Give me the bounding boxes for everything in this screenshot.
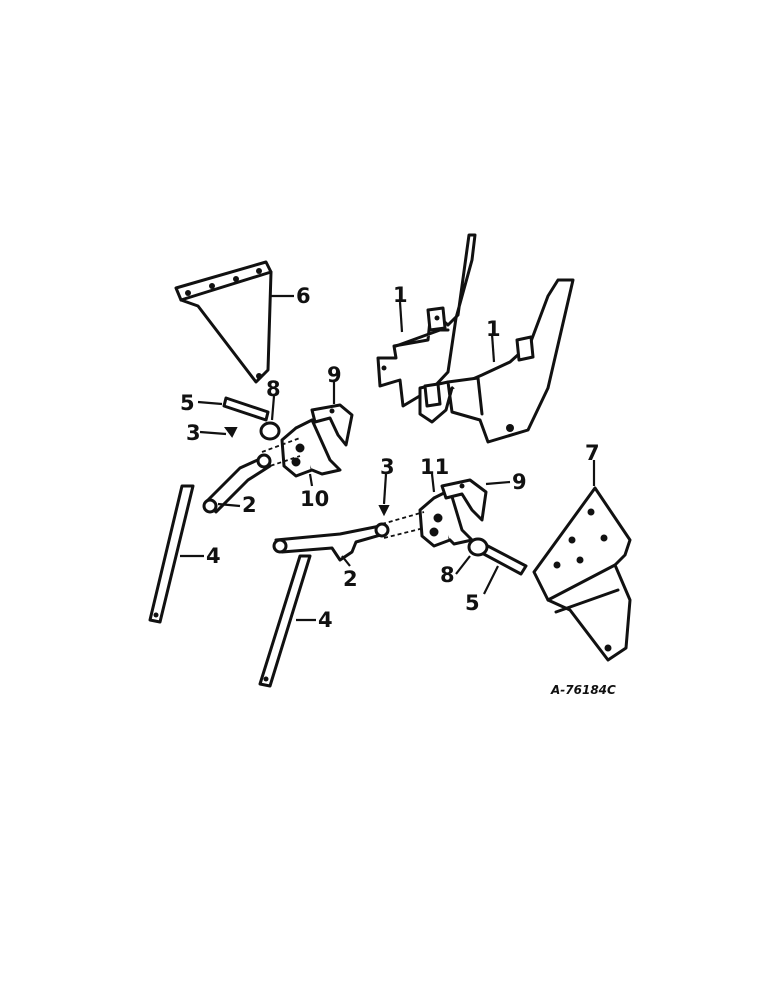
callout-9-right: 9 [512,470,527,494]
shield-part-1-left [376,233,477,408]
callout-9-left: 9 [327,363,342,387]
callout-5-left: 5 [180,391,195,415]
pin-part-5-left [222,396,270,422]
assembly-lines [261,437,425,539]
callouts: 1 1 2 2 3 3 4 4 5 5 6 7 8 8 9 9 10 11 [180,283,600,632]
leader-lines [180,294,596,622]
callout-8-right: 8 [440,563,455,587]
arm-part-2-right [272,522,390,562]
shield-part-1-right [418,278,575,444]
callout-2-left: 2 [242,493,257,517]
callout-1-left: 1 [393,283,408,307]
callout-6: 6 [296,284,311,308]
callout-5-right: 5 [465,591,480,615]
bracket-part-6 [174,260,273,384]
callout-3-left: 3 [186,421,201,445]
callout-10: 10 [300,487,329,511]
drawing-number: A-76184C [550,683,616,697]
bolt-part-3-right [378,505,390,517]
lever-bracket-part-10 [280,418,342,478]
clip-part-9-left [310,403,354,447]
bushing-part-8-right [467,537,489,557]
callout-11: 11 [420,455,449,479]
clip-part-9-right [440,478,488,522]
lever-bracket-part-11 [418,488,474,548]
callout-3-right: 3 [380,455,395,479]
callout-1-right: 1 [486,317,501,341]
strap-part-4-left [148,484,195,624]
callout-4-right: 4 [318,608,333,632]
callout-7: 7 [585,441,600,465]
callout-4-left: 4 [206,544,221,568]
callout-2-right: 2 [343,567,358,591]
arm-part-2-left [202,453,272,514]
bracket-part-7 [532,486,632,662]
bushing-part-8-left [259,421,281,441]
bolt-part-3-left [224,427,238,438]
strap-part-4-right [258,554,312,688]
callout-8-left: 8 [266,377,281,401]
